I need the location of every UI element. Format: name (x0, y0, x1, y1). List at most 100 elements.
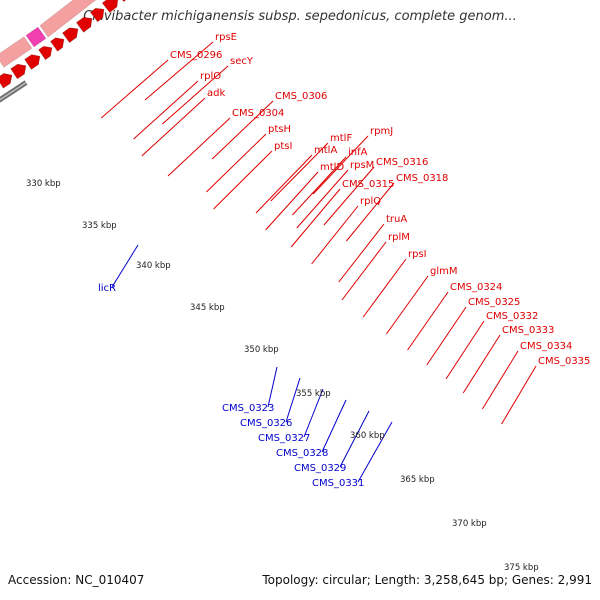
gene-label-reverse[interactable]: licR (98, 283, 116, 294)
leader-line (141, 97, 206, 157)
leader-line (321, 399, 347, 453)
feature-block (39, 0, 97, 38)
cds-forward (62, 27, 79, 44)
leader-line (111, 244, 139, 288)
gene-label-forward[interactable]: mtlD (320, 162, 344, 173)
cds-forward (122, 0, 127, 3)
gene-label-forward[interactable]: mtlF (330, 133, 352, 144)
backbone-ring (0, 80, 28, 103)
leader-line (303, 388, 324, 438)
cds-forward (10, 63, 27, 80)
leader-line (323, 166, 375, 226)
gene-label-forward[interactable]: CMS_0324 (450, 282, 502, 293)
leader-line (290, 188, 341, 248)
leader-line (255, 154, 313, 214)
gene-label-forward[interactable]: truA (386, 214, 407, 225)
leader-line (213, 150, 273, 210)
gene-label-forward[interactable]: rpsE (215, 32, 237, 43)
gene-label-forward[interactable]: rpsI (408, 249, 427, 260)
feature-block (25, 26, 47, 48)
backbone-line (0, 80, 28, 103)
gene-label-forward[interactable]: adk (207, 88, 225, 99)
gene-label-forward[interactable]: CMS_0304 (232, 108, 284, 119)
accession-text: Accession: NC_010407 (8, 573, 145, 587)
gene-label-forward[interactable]: rplQ (360, 196, 381, 207)
leader-line (100, 59, 169, 119)
leader-line (270, 142, 329, 202)
gene-label-forward[interactable]: CMS_0332 (486, 311, 538, 322)
gene-label-forward[interactable]: CMS_0306 (275, 91, 327, 102)
gene-label-forward[interactable]: CMS_0315 (342, 179, 394, 190)
gene-label-forward[interactable]: CMS_0334 (520, 341, 572, 352)
gene-label-reverse[interactable]: CMS_0326 (240, 418, 292, 429)
gene-label-reverse[interactable]: CMS_0328 (276, 448, 328, 459)
gene-label-forward[interactable]: CMS_0296 (170, 50, 222, 61)
gene-label-forward[interactable]: rplO (200, 71, 221, 82)
tick-label: 375 kbp (504, 563, 539, 573)
backbone-highlight (0, 81, 27, 101)
gene-label-forward[interactable]: rpmJ (370, 126, 393, 137)
map-title: Clavibacter michiganensis subsp. sepedon… (83, 9, 517, 24)
label-leaders (100, 41, 537, 483)
leader-line (357, 421, 393, 483)
tick-label: 355 kbp (296, 389, 331, 399)
tick-label: 345 kbp (190, 303, 225, 313)
gene-label-forward[interactable]: CMS_0318 (396, 173, 448, 184)
leader-line (133, 80, 199, 140)
cds-forward (50, 37, 65, 52)
feature-block (0, 36, 33, 68)
tick-label: 340 kbp (136, 261, 171, 271)
tick-label: 335 kbp (82, 221, 117, 231)
gene-label-reverse[interactable]: CMS_0329 (294, 463, 346, 474)
leader-line (481, 350, 519, 410)
cds-forward (75, 16, 93, 33)
tick-label: 350 kbp (244, 345, 279, 355)
leader-line (426, 306, 467, 366)
gene-label-forward[interactable]: rpsM (350, 160, 374, 171)
gene-label-forward[interactable]: rplM (388, 232, 410, 243)
cds-forward (89, 7, 105, 23)
leader-line (311, 205, 359, 265)
leader-line (285, 377, 301, 423)
leader-line (206, 133, 267, 193)
gene-label-forward[interactable]: ptsH (268, 124, 291, 135)
gene-label-forward[interactable]: CMS_0335 (538, 356, 590, 367)
feature-track (0, 0, 127, 89)
gene-label-forward[interactable]: infA (348, 147, 368, 158)
gene-label-reverse[interactable]: CMS_0327 (258, 433, 310, 444)
gene-label-forward[interactable]: CMS_0333 (502, 325, 554, 336)
cds-forward (24, 54, 41, 70)
leader-line (338, 223, 385, 283)
gene-label-forward[interactable]: CMS_0316 (376, 157, 428, 168)
leader-line (144, 41, 214, 101)
leader-line (265, 171, 319, 231)
cds-forward (38, 45, 53, 61)
leader-line (312, 135, 369, 195)
leader-line (501, 365, 537, 425)
leader-line (341, 241, 387, 301)
leader-line (346, 182, 395, 242)
leader-line (362, 258, 407, 318)
leader-line (162, 65, 229, 125)
leader-line (292, 156, 347, 216)
leader-line (385, 275, 429, 335)
gene-label-forward[interactable]: secY (230, 56, 254, 67)
leader-line (211, 100, 274, 160)
tick-label: 365 kbp (400, 475, 435, 485)
gene-label-forward[interactable]: mtlA (314, 145, 337, 156)
gene-label-reverse[interactable]: CMS_0331 (312, 478, 364, 489)
cds-forward (0, 73, 13, 89)
genome-summary-text: Topology: circular; Length: 3,258,645 bp… (262, 573, 592, 587)
leader-line (407, 291, 449, 351)
leader-line (267, 366, 278, 408)
gene-label-forward[interactable]: CMS_0325 (468, 297, 520, 308)
leader-line (445, 320, 485, 380)
gene-label-forward[interactable]: ptsI (274, 141, 292, 152)
tick-label: 370 kbp (452, 519, 487, 529)
gene-label-reverse[interactable]: CMS_0323 (222, 403, 274, 414)
tick-label: 330 kbp (26, 179, 61, 189)
leader-line (339, 410, 370, 468)
gene-label-forward[interactable]: glmM (430, 266, 458, 277)
